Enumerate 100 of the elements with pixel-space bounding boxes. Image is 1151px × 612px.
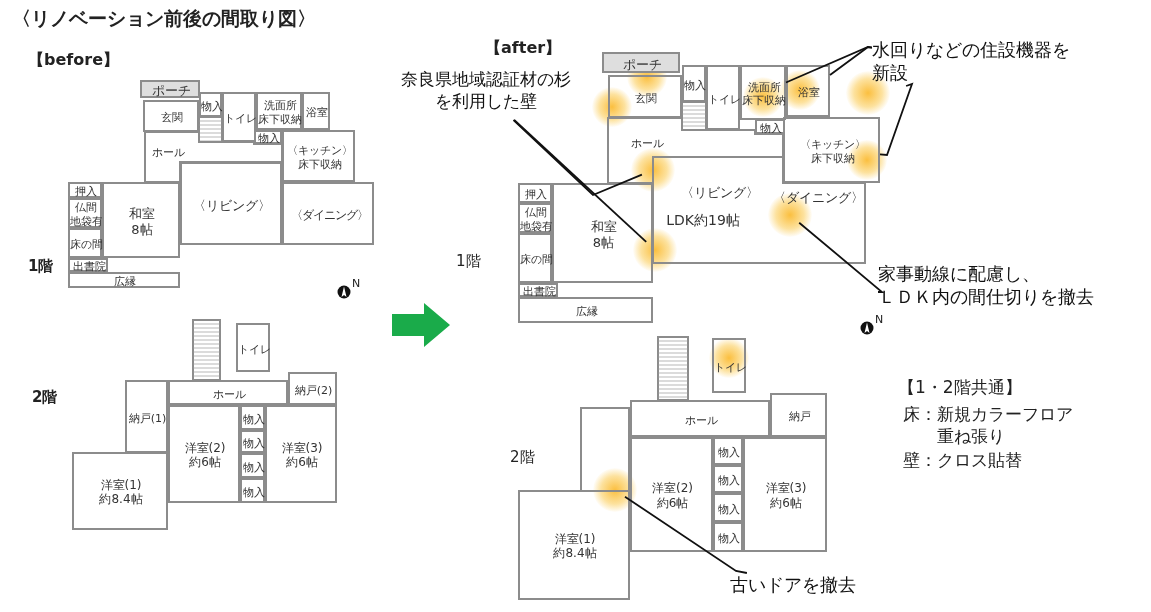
room xyxy=(518,283,558,297)
room-label: 洋室(2) xyxy=(184,441,226,454)
room xyxy=(783,117,880,183)
room xyxy=(682,65,706,102)
room-outline xyxy=(580,407,630,492)
room-label: 物入 xyxy=(258,132,280,144)
callout-text: 家事動線に配慮し、ＬＤＫ内の間仕切りを撤去 xyxy=(878,262,1140,309)
room-label: 8帖 xyxy=(131,222,153,236)
room-label: 納戸(1) xyxy=(128,412,167,423)
room xyxy=(302,92,330,130)
room xyxy=(755,119,785,134)
room xyxy=(72,452,168,530)
room xyxy=(518,183,552,203)
room-label: ポーチ xyxy=(622,57,662,70)
room-label: 納戸 xyxy=(788,410,811,422)
room xyxy=(240,405,265,430)
room-label: 仏間 xyxy=(75,201,97,213)
room-note: 床下収納 xyxy=(297,158,342,170)
room xyxy=(143,100,199,132)
room xyxy=(254,130,282,144)
room-label: ホール xyxy=(630,137,664,149)
highlight-glow xyxy=(593,468,637,512)
room-label: 〈キッチン〉 xyxy=(799,138,866,150)
highlight-glow xyxy=(633,228,677,272)
room-label: 〈リビング〉 xyxy=(193,198,271,211)
room-label: 洋室(1) xyxy=(554,532,596,545)
room-label: ホール xyxy=(212,388,246,399)
room xyxy=(518,203,552,233)
room-label: 〈キッチン〉 xyxy=(286,144,353,156)
room-label: ホール xyxy=(151,146,185,158)
room-note: 床下収納 xyxy=(742,94,786,106)
room xyxy=(68,182,102,198)
leader-line xyxy=(879,82,914,156)
room xyxy=(608,118,783,183)
room xyxy=(125,380,168,453)
room-label: 浴室 xyxy=(306,106,328,118)
highlight-glow xyxy=(631,148,675,192)
label-text: 床：新規カラーフロア重ね張り xyxy=(903,403,1074,448)
room-label: トイレ xyxy=(707,93,741,104)
leader-line xyxy=(829,46,873,76)
room xyxy=(256,92,302,130)
room-label: トイレ xyxy=(223,112,257,124)
room xyxy=(145,132,282,182)
room-label: 玄関 xyxy=(161,111,183,123)
room-label: 物入 xyxy=(242,486,265,497)
room-label: 物入 xyxy=(760,122,782,133)
room xyxy=(713,465,743,493)
label-text: 壁：クロス貼替 xyxy=(903,449,1022,472)
leader-line xyxy=(513,119,648,243)
room xyxy=(740,65,786,120)
room xyxy=(743,437,827,552)
title: 〈リノベーション前後の間取り図〉 xyxy=(12,6,316,31)
room-label: 約8.4帖 xyxy=(553,547,597,560)
room-label: 物入 xyxy=(684,79,706,90)
label-text: 【after】 xyxy=(485,38,562,59)
room-label: 約8.4帖 xyxy=(99,493,143,506)
room-label: 物入 xyxy=(718,503,740,514)
compass-letter: N xyxy=(352,277,361,292)
room xyxy=(282,130,355,182)
room-label: 物入 xyxy=(242,437,265,448)
room-label: 洋室(2) xyxy=(652,482,693,495)
room-label: ポーチ xyxy=(151,83,191,97)
room xyxy=(288,372,337,405)
room xyxy=(68,258,108,272)
room-label: 出書院 xyxy=(72,260,106,272)
room-label: 押入 xyxy=(525,188,547,200)
room-label: 物入 xyxy=(242,461,265,472)
room xyxy=(706,65,740,130)
room-label: 洗面所 xyxy=(747,81,781,93)
room-label: 〈ダイニング〉 xyxy=(772,190,864,204)
room-label: 洗面所 xyxy=(263,99,297,111)
room-label: 納戸(2) xyxy=(294,384,333,395)
room-note: 地袋有 xyxy=(69,215,103,227)
room-label: 約6帖 xyxy=(656,496,689,509)
room-label: 物入 xyxy=(718,446,740,458)
leader-line xyxy=(512,119,643,197)
room-label: 床の間 xyxy=(519,253,553,265)
room-label: 洋室(3) xyxy=(765,482,807,495)
room-note: 床下収納 xyxy=(810,152,855,164)
label-text: 【1・2階共通】 xyxy=(898,376,1022,399)
compass-letter: N xyxy=(875,313,884,328)
room-label: 浴室 xyxy=(798,86,820,98)
room-label: 出書院 xyxy=(522,285,556,297)
room-label: LDK約19帖 xyxy=(666,213,740,227)
room xyxy=(222,92,256,142)
room-label: ホール xyxy=(684,414,718,425)
callout-text: 奈良県地域認証材の杉を利用した壁 xyxy=(396,68,576,113)
room xyxy=(168,405,240,503)
label-text: 2階 xyxy=(510,448,535,468)
room-label: 約6帖 xyxy=(286,456,318,469)
room xyxy=(518,490,630,600)
room-label: 押入 xyxy=(75,185,97,197)
callout-text: 古いドアを撤去 xyxy=(730,573,905,597)
room-label: 約6帖 xyxy=(189,456,221,469)
room xyxy=(236,323,270,372)
room xyxy=(240,430,265,453)
room-label: 玄関 xyxy=(635,92,657,103)
room xyxy=(265,405,337,503)
highlight-glow xyxy=(768,193,812,237)
room-label: 8帖 xyxy=(592,235,615,249)
